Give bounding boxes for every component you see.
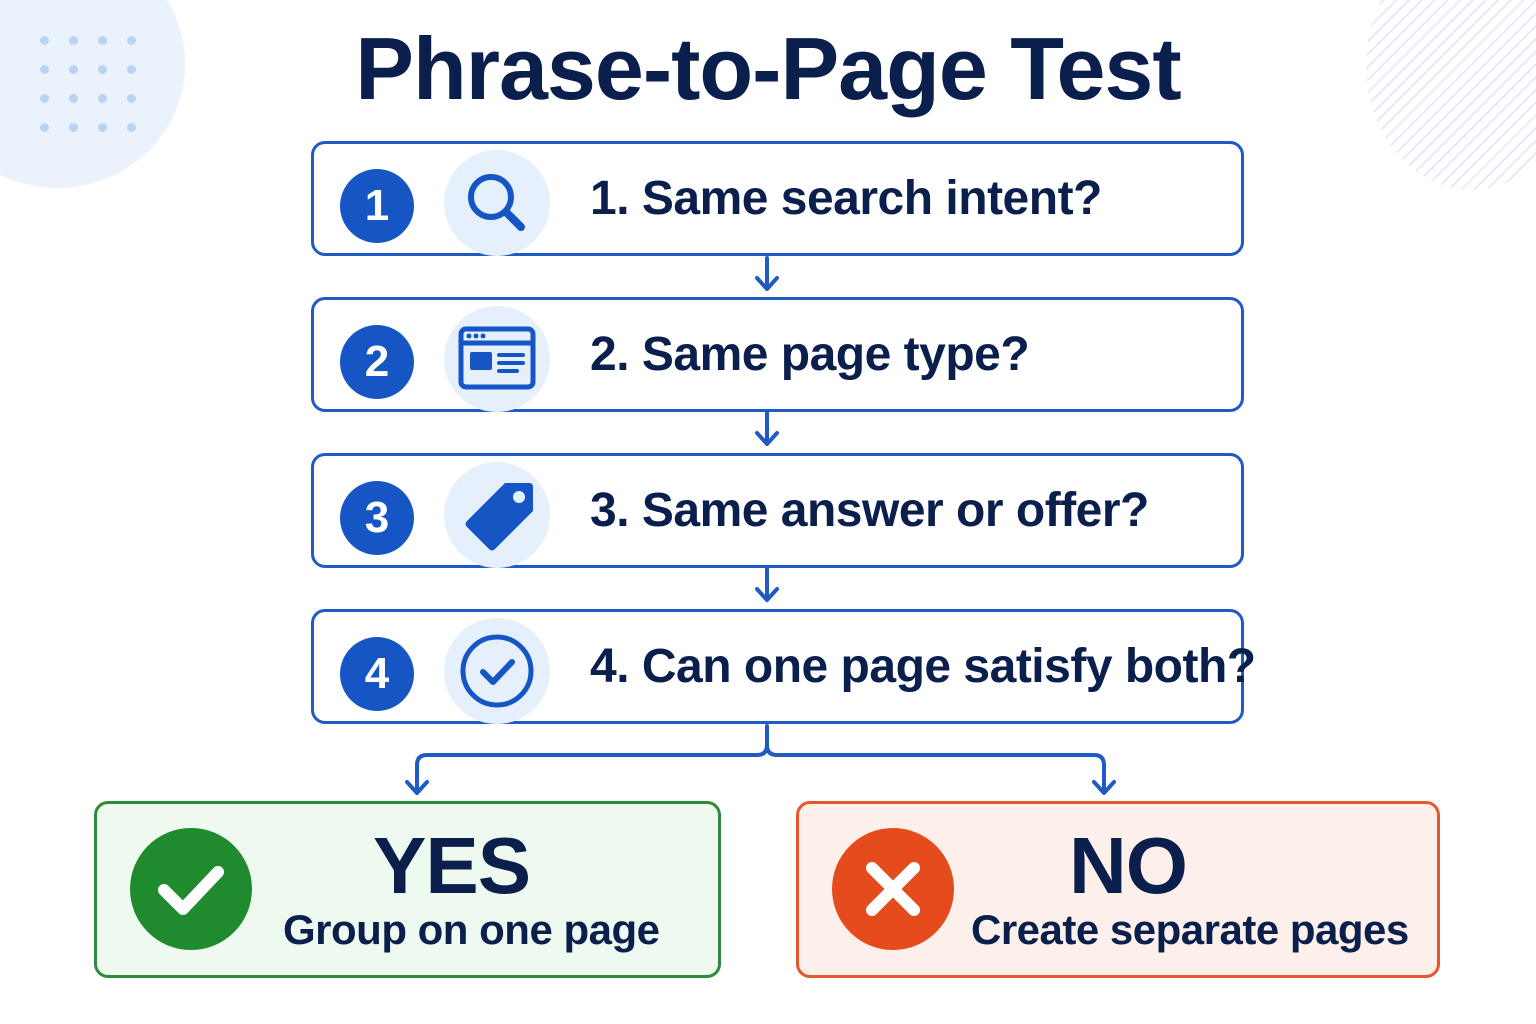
outcome-no-word: NO — [1069, 821, 1188, 910]
diagram-title: Phrase-to-Page Test — [355, 19, 1181, 118]
step-label: 1. Same search intent? — [590, 172, 1102, 225]
step-number-badge: 2 — [340, 325, 414, 399]
checkmark-icon — [130, 828, 252, 950]
magnifier-icon — [444, 150, 550, 256]
step-box-2: 2 2. Same page type? — [311, 297, 1244, 412]
step-number-badge: 3 — [340, 481, 414, 555]
step-box-1: 1 1. Same search intent? — [311, 141, 1244, 256]
step-box-4: 4 4. Can one page satisfy both? — [311, 609, 1256, 724]
outcome-yes-word: YES — [373, 821, 531, 910]
price-tag-icon — [444, 462, 550, 568]
step-box-3: 3 3. Same answer or offer? — [311, 453, 1244, 568]
check-circle-icon — [444, 618, 550, 724]
connector-arrow-to-yes — [415, 724, 769, 794]
outcome-no-box: NO Create separate pages — [796, 801, 1440, 978]
step-number-badge: 1 — [340, 169, 414, 243]
outcome-yes-description: Group on one page — [283, 906, 660, 953]
decorative-dot-grid — [40, 36, 140, 136]
browser-page-icon — [444, 306, 550, 412]
step-label: 4. Can one page satisfy both? — [590, 640, 1256, 693]
step-number-badge: 4 — [340, 637, 414, 711]
outcome-no-description: Create separate pages — [971, 906, 1409, 953]
x-mark-icon — [832, 828, 954, 950]
outcome-yes-box: YES Group on one page — [94, 801, 721, 978]
step-label: 3. Same answer or offer? — [590, 484, 1149, 537]
connector-arrow-to-no — [765, 743, 1106, 794]
step-label: 2. Same page type? — [590, 328, 1030, 381]
